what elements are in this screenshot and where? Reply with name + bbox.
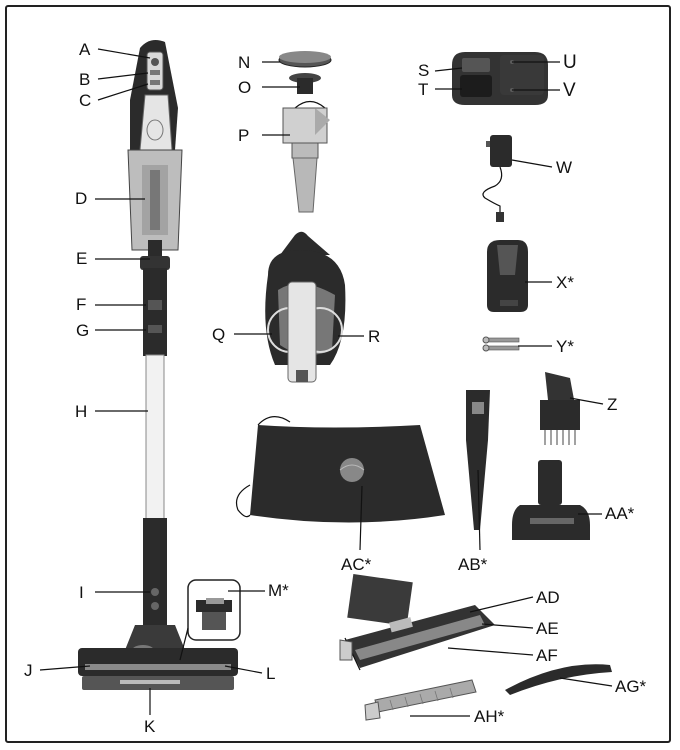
- label-ae: AE: [536, 619, 559, 638]
- vacuum-main-unit: [78, 40, 238, 690]
- label-k: K: [144, 717, 156, 736]
- label-j: J: [24, 661, 33, 680]
- label-ag: AG*: [615, 677, 647, 696]
- label-r: R: [368, 327, 381, 346]
- floor-head-underside: [339, 574, 495, 671]
- charger-adapter: [482, 135, 512, 222]
- handheld-motor-unit: [265, 231, 346, 383]
- label-ah: AH*: [474, 707, 505, 726]
- label-g: G: [76, 321, 90, 340]
- label-u: U: [563, 52, 577, 73]
- battery-pack: [452, 52, 548, 105]
- screws: [482, 336, 520, 352]
- brushroll: [364, 679, 477, 721]
- label-q: Q: [212, 325, 226, 344]
- label-z: Z: [607, 395, 618, 414]
- label-ac: AC*: [341, 555, 372, 574]
- label-b: B: [79, 70, 91, 89]
- label-l: L: [266, 664, 276, 683]
- dusting-brush: [540, 372, 580, 445]
- label-y: Y*: [556, 337, 574, 356]
- long-crevice-tool: [505, 664, 612, 695]
- label-o: O: [238, 78, 252, 97]
- label-c: C: [79, 91, 92, 110]
- mini-turbo-tool: [512, 460, 590, 540]
- label-n: N: [238, 53, 251, 72]
- diagram-frame: [5, 5, 671, 743]
- label-a: A: [79, 40, 91, 59]
- label-p: P: [238, 126, 250, 145]
- label-v: V: [563, 80, 576, 101]
- filter-assembly: [278, 51, 332, 213]
- label-aa: AA*: [605, 504, 635, 523]
- brushroll-release-detail: [179, 579, 241, 661]
- label-ab: AB*: [458, 555, 488, 574]
- label-h: H: [75, 402, 88, 421]
- label-i: I: [79, 583, 84, 602]
- label-m: M*: [268, 581, 289, 600]
- crevice-tool: [466, 390, 490, 530]
- label-f: F: [76, 295, 87, 314]
- label-x: X*: [556, 273, 574, 292]
- wall-mount: [487, 240, 528, 312]
- storage-bag: [235, 416, 445, 523]
- label-s: S: [418, 61, 430, 80]
- label-d: D: [75, 189, 88, 208]
- leader-lines: [39, 48, 613, 717]
- label-w: W: [556, 158, 573, 177]
- label-t: T: [418, 80, 429, 99]
- label-af: AF: [536, 646, 558, 665]
- label-ad: AD: [536, 588, 560, 607]
- label-e: E: [76, 249, 88, 268]
